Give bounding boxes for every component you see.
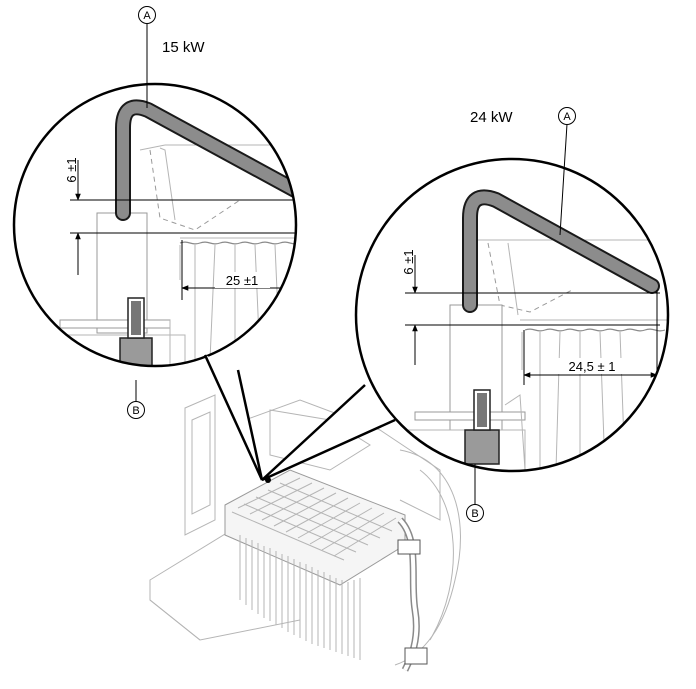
svg-text:A: A	[563, 111, 571, 123]
svg-text:B: B	[132, 405, 139, 417]
shield-outline-dashed	[487, 242, 573, 313]
power-label-24kw: 24 kW	[470, 109, 513, 126]
dim-horizontal-label: 25 ±1	[226, 273, 258, 288]
burner-tubes	[239, 535, 361, 660]
pipe-clamp	[397, 539, 421, 555]
callout-b-right: B	[466, 464, 484, 522]
callout-a-left: A	[138, 6, 156, 108]
burner-plate-edge	[524, 328, 666, 332]
circled-letter-icon	[127, 401, 145, 419]
circled-letter-icon	[138, 6, 156, 24]
burner-plate-edge	[179, 241, 296, 245]
housing-back	[244, 399, 441, 521]
housing-panel-right	[394, 449, 461, 666]
detail-circle-left	[12, 82, 298, 368]
electrode-b	[119, 337, 153, 366]
side-panel-left	[184, 394, 216, 536]
dim-horizontal-label: 24,5 ± 1	[569, 359, 616, 374]
magnifier-leaders	[203, 354, 396, 482]
burner-grid	[231, 477, 397, 561]
burner-assembly	[149, 394, 461, 672]
power-label-15kw: 15 kW	[162, 39, 205, 56]
svg-text:A: A	[143, 10, 151, 22]
detail-24kw: 24,5 ± 1 6 ±1 24 kW A B	[354, 107, 670, 522]
circled-letter-icon	[466, 504, 484, 522]
callout-a-right: A	[558, 107, 576, 236]
callout-b-left: B	[127, 380, 145, 419]
circled-letter-icon	[558, 107, 576, 125]
dim-vertical-label: 6 ±1	[64, 157, 79, 182]
detail-circle-right	[354, 157, 670, 473]
detail-15kw: 25 ±1 6 ±1 15 kW A B	[12, 6, 298, 419]
leader-wedge-right	[261, 384, 396, 482]
svg-text:B: B	[471, 508, 478, 520]
leader-wedge-left	[203, 354, 264, 481]
electrode-b	[464, 429, 500, 465]
electrode-a	[115, 99, 296, 221]
dim-vertical-label: 6 ±1	[401, 249, 416, 274]
shield-outline-dashed	[149, 149, 241, 231]
